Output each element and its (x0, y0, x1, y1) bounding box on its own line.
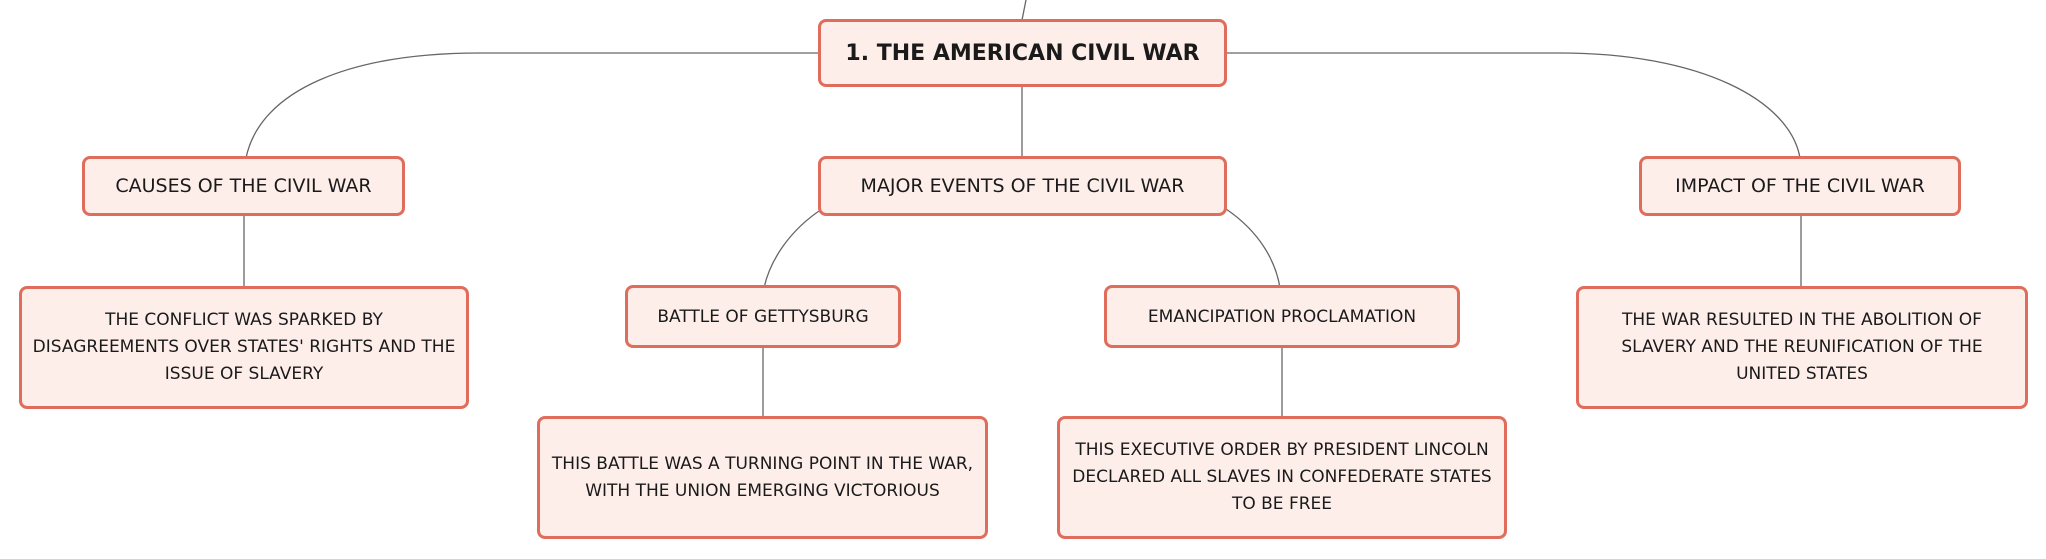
node-impact-label: IMPACT OF THE CIVIL WAR (1675, 175, 1925, 197)
node-gettysburg-detail[interactable]: THIS BATTLE WAS A TURNING POINT IN THE W… (537, 416, 988, 539)
connector-root-causes (245, 52, 820, 159)
connector-events-gettysburg (763, 208, 823, 289)
node-impact-detail-text: THE WAR RESULTED IN THE ABOLITION OF SLA… (1621, 310, 1983, 384)
node-emancipation-detail-text: THIS EXECUTIVE ORDER BY PRESIDENT LINCOL… (1072, 440, 1492, 514)
node-gettysburg-detail-text: THIS BATTLE WAS A TURNING POINT IN THE W… (551, 453, 974, 501)
connector-root-parent (1021, 0, 1027, 21)
connector-events-emancipation (1225, 208, 1281, 289)
node-events-label: MAJOR EVENTS OF THE CIVIL WAR (860, 175, 1185, 197)
node-impact-detail[interactable]: THE WAR RESULTED IN THE ABOLITION OF SLA… (1576, 286, 2028, 409)
node-gettysburg[interactable]: BATTLE OF GETTYSBURG (625, 285, 901, 348)
node-causes-label: CAUSES OF THE CIVIL WAR (115, 175, 372, 197)
node-emancipation[interactable]: EMANCIPATION PROCLAMATION (1104, 285, 1460, 348)
node-emancipation-label: EMANCIPATION PROCLAMATION (1147, 306, 1417, 327)
node-gettysburg-label: BATTLE OF GETTYSBURG (657, 306, 869, 327)
node-emancipation-detail[interactable]: THIS EXECUTIVE ORDER BY PRESIDENT LINCOL… (1057, 416, 1507, 539)
connector-root-impact (1226, 52, 1801, 159)
node-root-label: 1. THE AMERICAN CIVIL WAR (845, 40, 1200, 66)
node-causes[interactable]: CAUSES OF THE CIVIL WAR (82, 156, 405, 216)
node-causes-detail-text: THE CONFLICT WAS SPARKED BY DISAGREEMENT… (32, 310, 456, 384)
node-impact[interactable]: IMPACT OF THE CIVIL WAR (1639, 156, 1961, 216)
node-root[interactable]: 1. THE AMERICAN CIVIL WAR (818, 19, 1227, 87)
node-causes-detail[interactable]: THE CONFLICT WAS SPARKED BY DISAGREEMENT… (19, 286, 469, 409)
node-events[interactable]: MAJOR EVENTS OF THE CIVIL WAR (818, 156, 1227, 216)
